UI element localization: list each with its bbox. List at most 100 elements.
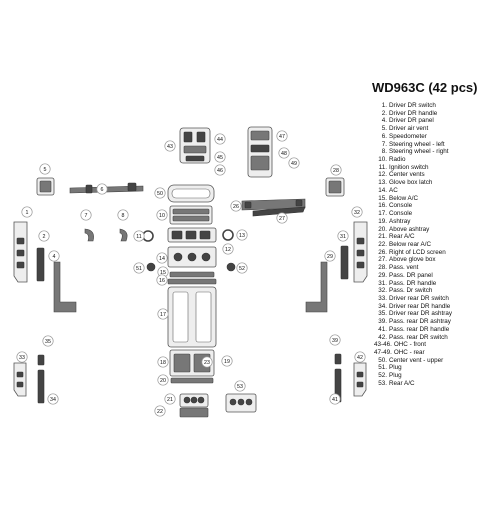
- kit-title: WD963C (42 pcs): [372, 80, 478, 95]
- legend-item: 21.Rear A/C: [374, 233, 498, 241]
- legend-item-number: 51.: [378, 364, 387, 372]
- callout-circle: [96, 183, 108, 195]
- callout-number: 16: [159, 278, 165, 284]
- callout-39: 39: [329, 334, 341, 346]
- callout-20: 20: [157, 374, 169, 386]
- callout-11: 11: [133, 230, 145, 242]
- part-17-console-right: [195, 291, 212, 343]
- legend-item-label: Driver DR switch: [389, 102, 436, 109]
- callout-circle: [214, 151, 226, 163]
- part-28-vent-inner: [328, 180, 342, 194]
- parts-layer: [13, 126, 368, 418]
- callout-circle: [276, 212, 288, 224]
- callout-number: 15: [160, 270, 166, 276]
- legend-item: 53.Rear A/C: [374, 380, 498, 388]
- legend-item: 39.Pass. rear DR ashtray: [374, 318, 498, 326]
- callout-number: 47: [279, 134, 285, 140]
- part-35-driver-rear-ashtray: [37, 354, 45, 366]
- callout-circle: [288, 157, 300, 169]
- callout-13: 13: [236, 229, 248, 241]
- callout-circle: [330, 164, 342, 176]
- legend-item-number: 32.: [378, 287, 387, 295]
- callout-number: 29: [327, 254, 333, 260]
- callout-16: 16: [156, 274, 168, 286]
- callout-number: 49: [291, 161, 297, 167]
- legend-item-label: Above ashtray: [389, 225, 430, 233]
- part-14-ac-knob: [201, 252, 211, 262]
- legend-item-number: 21.: [378, 233, 387, 241]
- legend-item-number: 22.: [378, 240, 387, 248]
- legend-item-number: 17.: [378, 210, 387, 218]
- legend-item: 20.Above ashtray: [374, 226, 498, 234]
- legend-item: 22.Below rear A/C: [374, 241, 498, 249]
- callout-number: 50: [157, 191, 163, 197]
- legend-item: 52.Plug: [374, 372, 498, 380]
- callout-circle: [324, 250, 336, 262]
- callout-23: 23: [201, 356, 213, 368]
- callout-number: 10: [159, 213, 165, 219]
- callout-circle: [21, 206, 33, 218]
- callout-number: 4: [53, 254, 56, 260]
- callout-circle: [39, 163, 51, 175]
- legend-item: 31.Pass. DR handle: [374, 280, 498, 288]
- legend-item-number: 4.: [381, 117, 387, 125]
- legend-item: 28.Pass. vent: [374, 264, 498, 272]
- callout-33: 33: [16, 351, 28, 363]
- callout-number: 44: [217, 137, 223, 143]
- legend-item-label: Console: [389, 202, 413, 210]
- part-21-knob: [183, 396, 191, 404]
- callout-circle: [156, 209, 168, 221]
- callout-number: 33: [19, 355, 25, 361]
- part-32-switch-hole: [356, 237, 365, 245]
- callout-circle: [133, 230, 145, 242]
- callout-46: 46: [214, 164, 226, 176]
- callout-number: 19: [224, 359, 230, 365]
- legend-item: 19.Ashtray: [374, 218, 498, 226]
- legend-item-label: Driver rear DR ashtray: [389, 310, 452, 318]
- callout-circle: [329, 334, 341, 346]
- part-31-pass-dr-handle: [340, 245, 349, 280]
- part-12-vent: [185, 230, 197, 240]
- legend-item-number: 19.: [378, 217, 387, 225]
- legend-item: 10.Radio: [374, 156, 498, 164]
- legend-item: 26.Right of LCD screen: [374, 249, 498, 257]
- legend-item-number: 15.: [378, 194, 387, 202]
- legend-item-label: Ignition switch: [389, 163, 429, 171]
- callout-circle: [230, 200, 242, 212]
- legend-item: 47-49.OHC - rear: [374, 349, 498, 357]
- callout-48: 48: [278, 147, 290, 159]
- legend-item-number: 1.: [381, 102, 387, 109]
- callout-circle: [354, 351, 366, 363]
- legend-item: 41.Pass. rear DR handle: [374, 326, 498, 334]
- callout-42: 42: [354, 351, 366, 363]
- part-26-tab: [295, 199, 303, 207]
- part-27-above-glove-box: [252, 206, 306, 217]
- callout-circle: [154, 187, 166, 199]
- legend-item-number: 31.: [378, 279, 387, 287]
- part-14-ac-knob: [187, 252, 197, 262]
- part-39-pass-rear-ashtray: [334, 353, 342, 365]
- part-45-ohc-strip: [183, 145, 207, 154]
- legend-item-number: 47-49.: [374, 349, 392, 356]
- callout-44: 44: [214, 133, 226, 145]
- part-42-pass-rear-dr-switch: [353, 362, 367, 397]
- legend-item-label: Rear A/C: [389, 379, 415, 387]
- part-50-inner: [171, 188, 211, 199]
- part-1-switch-hole: [16, 249, 25, 257]
- legend-item-label: Pass. rear DR ashtray: [389, 318, 451, 326]
- callout-number: 21: [167, 397, 173, 403]
- part-51-plug: [146, 262, 156, 272]
- callout-4: 4: [48, 250, 60, 262]
- part-2-driver-dr-handle: [36, 247, 45, 282]
- legend-item-number: 6.: [381, 132, 387, 140]
- legend-item-label: Below A/C: [389, 194, 419, 202]
- callout-50: 50: [154, 187, 166, 199]
- legend-item-label: Pass. DR panel: [389, 271, 433, 279]
- callout-circle: [276, 130, 288, 142]
- legend-item: 27.Above glove box: [374, 256, 498, 264]
- legend-item-label: Driver air vent: [389, 125, 429, 133]
- legend-item: 32.Pass. Dr switch: [374, 287, 498, 295]
- callout-circle: [47, 393, 59, 405]
- part-52-plug: [226, 262, 236, 272]
